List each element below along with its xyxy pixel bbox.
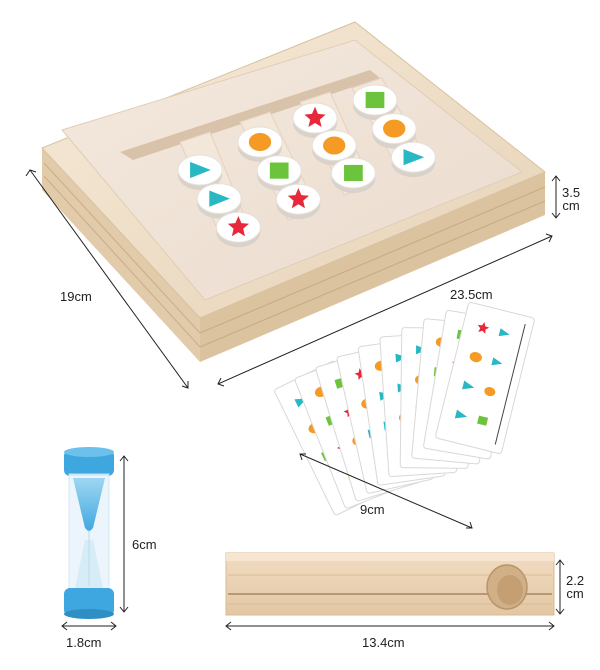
board-token[interactable]: [237, 126, 283, 162]
triangle-teal-shape: [190, 161, 211, 179]
star-red-shape: [304, 106, 326, 127]
board-token[interactable]: [371, 113, 417, 149]
pattern-cards: [274, 301, 535, 516]
square-green-shape: [365, 91, 385, 109]
timer-height-label: 6cm: [132, 537, 157, 552]
bar-height-unit: cm: [566, 586, 584, 601]
timer-dimension-lines: [61, 455, 129, 631]
board-height-unit: cm: [562, 198, 580, 213]
timer-top-cap: [64, 450, 114, 476]
board-front-side: [42, 148, 200, 362]
triangle-teal-mark: [454, 409, 468, 419]
board-right-side: [200, 172, 545, 362]
bar-height-label: 2.2 cm: [566, 574, 584, 600]
card-mark: [491, 357, 503, 366]
circle-orange-mark: [469, 352, 482, 363]
wooden-board: [41, 21, 546, 362]
star-red-shape: [227, 216, 249, 237]
board-token[interactable]: [390, 141, 436, 178]
board-token[interactable]: [330, 157, 376, 193]
triangle-teal-shape: [209, 190, 230, 207]
board-token[interactable]: [311, 130, 357, 166]
board-height-label: 3.5 cm: [562, 186, 580, 212]
sand-timer: [64, 447, 114, 619]
timer-diameter-label: 1.8cm: [66, 635, 102, 650]
board-token[interactable]: [352, 84, 398, 120]
board-height-value: 3.5: [562, 185, 581, 200]
board-length-label: 23.5cm: [450, 287, 493, 302]
star-red-mark: [477, 322, 490, 334]
square-green-shape: [269, 162, 289, 179]
circle-orange-shape: [323, 136, 346, 155]
triangle-teal-mark: [462, 380, 475, 390]
wooden-bar: [225, 552, 555, 616]
board-dimension-lines: [25, 169, 561, 389]
board-tokens: [177, 84, 436, 248]
square-green-shape: [344, 164, 363, 182]
card-dimension-line: [299, 453, 473, 529]
bar-length-label: 13.4cm: [362, 635, 405, 650]
bar-dimension-lines: [225, 559, 565, 631]
board-token[interactable]: [196, 183, 242, 219]
board-token[interactable]: [275, 183, 321, 220]
board-token[interactable]: [215, 211, 261, 248]
pattern-card[interactable]: [435, 301, 535, 455]
board-token[interactable]: [292, 102, 338, 138]
star-red-shape: [287, 188, 309, 209]
board-token[interactable]: [256, 155, 302, 191]
circle-orange-shape: [248, 133, 272, 151]
circle-orange-shape: [383, 119, 406, 138]
timer-bottom-cap: [64, 588, 114, 616]
board-slot: [120, 70, 380, 160]
card-mark: [484, 387, 496, 397]
card-mark: [477, 415, 489, 426]
triangle-teal-shape: [403, 149, 425, 166]
card-mark: [498, 328, 510, 337]
board-width-label: 19cm: [60, 289, 92, 304]
board-token[interactable]: [177, 154, 223, 190]
timer-sand: [73, 478, 105, 532]
bar-height-value: 2.2: [566, 573, 585, 588]
card-width-label: 9cm: [360, 502, 385, 517]
